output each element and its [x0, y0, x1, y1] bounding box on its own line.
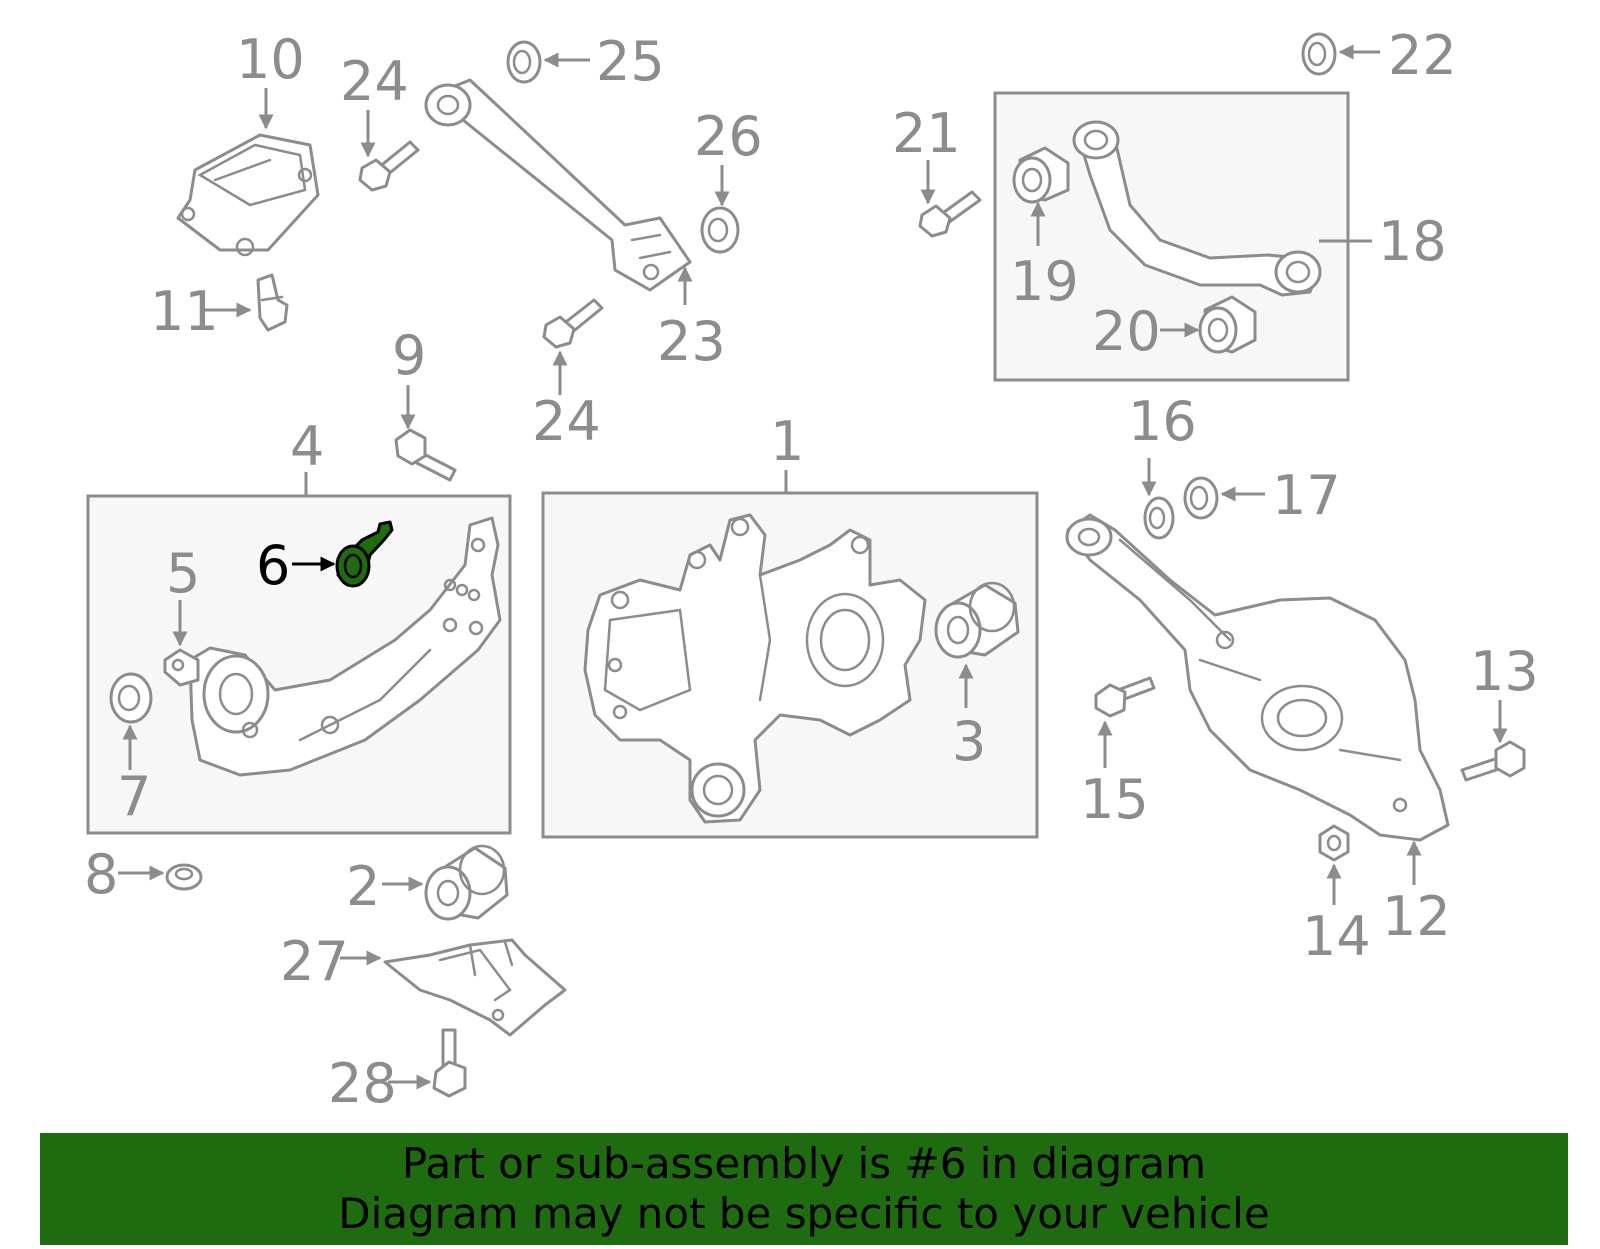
callout-22: 22	[1388, 24, 1457, 87]
callout-7: 7	[117, 765, 151, 828]
part-10-mount	[176, 133, 320, 257]
callout-19: 19	[1010, 250, 1079, 313]
part-4-trailing-arm	[163, 516, 502, 777]
part-24-bolt-upper	[358, 140, 420, 192]
callout-11: 11	[150, 280, 219, 343]
part-22-nut	[1301, 32, 1337, 76]
callout-10: 10	[236, 28, 305, 91]
part-8-nut	[165, 863, 203, 891]
banner-line-2: Diagram may not be specific to your vehi…	[338, 1189, 1270, 1238]
part-11-clip	[256, 273, 289, 332]
part-28-bolt	[432, 1028, 467, 1098]
part-13-bolt	[1460, 740, 1526, 782]
part-15-bolt	[1094, 676, 1156, 718]
banner-line-1: Part or sub-assembly is #6 in diagram	[401, 1139, 1207, 1188]
callout-2: 2	[346, 855, 380, 918]
callout-8: 8	[84, 843, 118, 906]
callout-9: 9	[392, 324, 426, 387]
part-19-bushing	[1012, 146, 1070, 204]
info-banner: Part or sub-assembly is #6 in diagram Di…	[40, 1133, 1568, 1245]
callout-24-lower: 24	[532, 390, 601, 453]
callout-25: 25	[596, 30, 665, 93]
callout-28: 28	[328, 1052, 397, 1115]
callout-23: 23	[657, 310, 726, 373]
part-18-upper-arm	[1072, 120, 1322, 297]
part-27-bracket	[383, 938, 567, 1037]
callout-12: 12	[1382, 885, 1451, 948]
callout-20: 20	[1092, 300, 1161, 363]
callout-4: 4	[290, 415, 324, 478]
part-16-washer	[1143, 496, 1175, 540]
part-6-highlighted	[335, 520, 394, 588]
callout-27: 27	[280, 930, 349, 993]
callout-13: 13	[1470, 640, 1539, 703]
callout-16: 16	[1128, 390, 1197, 453]
callout-18: 18	[1378, 210, 1447, 273]
part-25-nut	[506, 40, 542, 84]
part-9-bolt	[394, 428, 457, 482]
part-20-bushing	[1198, 295, 1257, 354]
part-1-knuckle	[583, 513, 927, 824]
callout-15: 15	[1080, 768, 1149, 831]
part-2-bushing	[424, 844, 509, 921]
part-26-nut	[700, 206, 740, 254]
part-7-washer	[109, 672, 153, 724]
group-frame-18	[993, 91, 1350, 382]
part-17-nut	[1183, 476, 1219, 520]
part-14-nut	[1318, 824, 1350, 862]
part-3-bushing	[934, 581, 1020, 659]
part-21-bolt	[918, 190, 982, 238]
part-23-link	[424, 78, 692, 292]
callout-6-highlighted: 6	[256, 534, 290, 597]
callout-21: 21	[892, 102, 961, 165]
callout-14: 14	[1302, 905, 1371, 968]
callout-26: 26	[694, 105, 763, 168]
callout-17: 17	[1272, 464, 1341, 527]
part-12-lower-arm	[1065, 513, 1450, 842]
callout-5: 5	[166, 542, 200, 605]
callout-1: 1	[770, 410, 804, 473]
part-24-bolt-lower	[542, 298, 604, 349]
callout-24-upper: 24	[340, 50, 409, 113]
callout-3: 3	[952, 710, 986, 773]
